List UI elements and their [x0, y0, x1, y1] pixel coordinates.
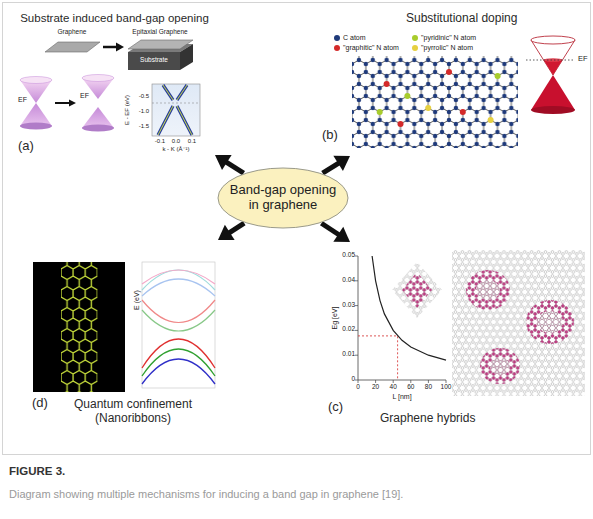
dirac-cone	[20, 77, 52, 130]
legend-swatch	[334, 45, 340, 51]
arrow-head	[333, 227, 350, 242]
connector-arrow	[323, 156, 350, 173]
cone-arrow	[55, 100, 76, 107]
mechanism-panel: Substitutional doping (b)	[318, 10, 585, 156]
tick-label: 0.04	[342, 277, 355, 284]
legend-item: C atom	[334, 34, 366, 41]
panel-letter: (d)	[32, 396, 48, 411]
tick-label: 100	[441, 384, 452, 391]
panel-title: Graphene hybrids	[380, 412, 475, 426]
tick-label: 0.03	[342, 302, 355, 309]
mechanism-panel: Quantum confinement (Nanoribbons) (d)	[20, 240, 218, 430]
legend-item: "graphitic" N atom	[334, 44, 399, 51]
gapped-cone	[82, 75, 114, 132]
legend-swatch	[412, 45, 418, 51]
connector-arrow	[321, 223, 350, 242]
tick-label: -1.0	[139, 108, 149, 114]
ribbon-bands	[142, 262, 215, 388]
axis-title: E (eV)	[133, 290, 140, 310]
arrow-head	[218, 225, 235, 240]
connector-line	[225, 161, 244, 173]
legend-swatch	[334, 35, 340, 41]
figure-caption: Diagram showing multiple mechanisms for …	[9, 488, 403, 501]
tick-label: 0.05	[342, 252, 355, 259]
figure-number: FIGURE 3.	[9, 466, 65, 478]
tick-label: -1.5	[139, 123, 149, 129]
topic-ellipse: Band-gap opening in graphene	[217, 167, 349, 229]
nanoribbon	[33, 262, 125, 392]
arpes-plot	[152, 84, 200, 136]
tick-label: 40	[390, 384, 397, 391]
legend-text: C atom	[343, 34, 366, 41]
topic-text: Band-gap opening in graphene	[227, 183, 339, 213]
doped-cone	[526, 36, 575, 114]
fermi-label: EF	[80, 92, 89, 99]
ellipse-shape	[218, 168, 348, 228]
mechanism-panel: Graphene hybrids (c)	[325, 242, 587, 428]
figure-frame	[3, 3, 591, 455]
connector-line	[228, 223, 244, 233]
arrow-head	[215, 155, 232, 170]
tick-label: 0.0	[172, 138, 180, 144]
axis-title: L [nm]	[392, 393, 411, 400]
tick-label: 60	[407, 384, 414, 391]
hybrid-lattice	[452, 250, 585, 396]
legend-item: "pyrrolic" N atom	[412, 44, 473, 51]
connector-line	[323, 162, 340, 173]
part-name: Substrate	[140, 57, 168, 64]
panel-letter: (b)	[322, 128, 338, 143]
arrow-head	[333, 156, 350, 171]
legend-text: "pyridinic" N atom	[421, 34, 476, 41]
panel-letter: (c)	[328, 400, 343, 415]
connector-arrow	[215, 155, 244, 173]
tick-label: 80	[425, 384, 432, 391]
graphene-sheet	[45, 42, 100, 52]
legend-swatch	[412, 35, 418, 41]
axis-title: Eg [eV]	[331, 307, 338, 330]
tick-label: -0.5	[139, 93, 149, 99]
legend-item: "pyridinic" N atom	[412, 34, 476, 41]
tick-label: 20	[372, 384, 379, 391]
tick-label: 0.02	[342, 326, 355, 333]
part-name: Graphene	[58, 29, 87, 36]
gap-plot	[355, 256, 446, 383]
connector-line	[321, 223, 340, 235]
fermi-label: EF	[578, 55, 588, 63]
axis-title: E - EF (eV)	[124, 95, 130, 125]
connector-arrow	[218, 223, 244, 240]
panel-letter: (a)	[18, 139, 34, 154]
legend-text: "graphitic" N atom	[343, 44, 399, 51]
doped-lattice	[352, 56, 518, 148]
tick-label: 0.1	[188, 138, 196, 144]
tick-label: -0.1	[155, 138, 165, 144]
panel-title: Substrate induced band-gap opening	[16, 12, 213, 25]
panel-title: Substitutional doping	[406, 12, 517, 26]
part-name: Epitaxial Graphene	[132, 29, 187, 36]
tick-label: 0	[356, 384, 360, 391]
tick-label: 0	[351, 376, 355, 383]
epitaxial-stack	[128, 40, 193, 70]
sheet-arrow	[103, 43, 124, 52]
legend-text: "pyrrolic" N atom	[421, 44, 473, 51]
axis-title: k - K (Å⁻¹)	[162, 146, 189, 152]
fermi-label: EF	[18, 96, 27, 103]
panel-title: Quantum confinement (Nanoribbons)	[68, 398, 198, 426]
tick-label: 0.01	[342, 351, 355, 358]
